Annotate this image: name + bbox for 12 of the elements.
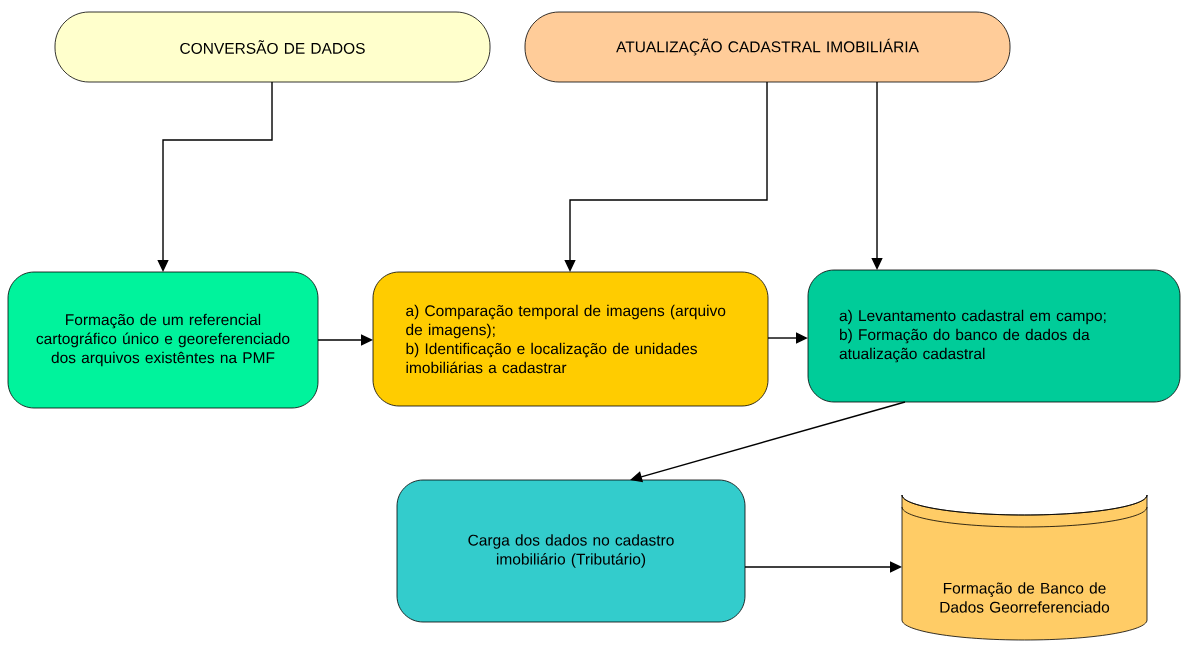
- arrow: [871, 81, 883, 270]
- arrow: [630, 401, 906, 483]
- arrow: [317, 334, 373, 346]
- rounded-box: Formação de um referencial cartográfico único e georeferenciado dos arquivos existêntes na PMF: [7, 271, 319, 409]
- pill-box: CONVERSÃO DE DADOS: [54, 11, 491, 83]
- arrow: [767, 332, 808, 344]
- rounded-box: a) Levantamento cadastral em campo; b) Formação do banco de dados da atualização cadastral: [807, 269, 1181, 403]
- database-cylinder: Formação de Banco de Dados Georreferenciado: [901, 494, 1148, 641]
- arrow: [744, 561, 902, 573]
- rounded-box: Carga dos dados no cadastro imobiliário (Tributário): [396, 479, 746, 623]
- rounded-box: a) Comparação temporal de imagens (arquivo de imagens); b) Identificação e localização de unidades imobiliárias a cadastrar: [372, 271, 769, 407]
- pill-box: ATUALIZAÇÃO CADASTRAL IMOBILIÁRIA: [524, 11, 1011, 83]
